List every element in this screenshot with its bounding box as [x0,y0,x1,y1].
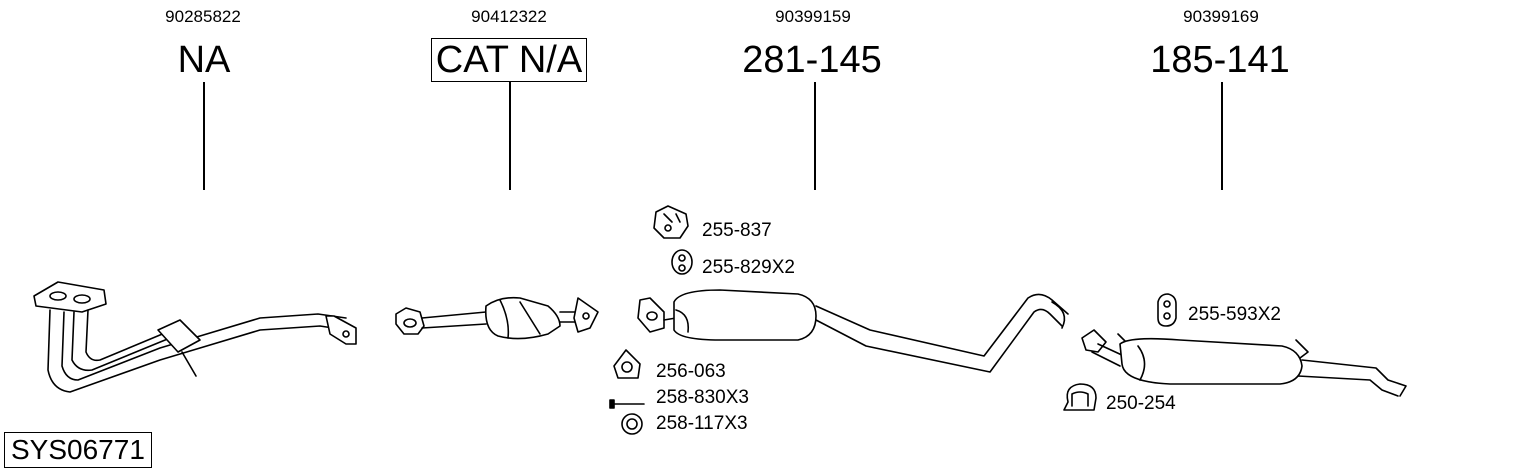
rear-silencer [1081,329,1407,397]
leader-line-1 [203,82,205,190]
system-code-label: SYS06771 [4,432,152,468]
part-code-3: 281-145 [742,39,882,81]
bolt-icon [609,399,645,409]
catalytic-converter [395,296,599,340]
accessory-label-bolt: 258-830X3 [656,387,749,408]
hanger-icon [653,205,689,239]
accessory-label-rubber-1: 255-829X2 [702,257,795,278]
washer-icon [621,413,643,435]
manifold-front-pipe [33,281,357,393]
accessory-label-rubber-2: 255-593X2 [1188,304,1281,325]
part-code-2-text: CAT N/A [430,38,588,82]
centre-silencer [637,289,1069,373]
leader-line-2 [509,82,511,190]
oem-number-2: 90412322 [471,7,547,26]
part-code-4: 185-141 [1150,39,1290,81]
clamp-icon [1063,383,1097,411]
oem-number-1: 90285822 [165,7,241,26]
part-code-1: NA [177,39,231,81]
oem-number-4: 90399169 [1183,7,1259,26]
rubber-mount-icon-1 [671,249,693,275]
gasket-icon [613,349,641,379]
part-code-2: CAT N/A [369,38,649,82]
oem-number-3: 90399159 [775,7,851,26]
accessory-label-clamp: 250-254 [1106,393,1176,414]
leader-line-3 [814,82,816,190]
accessory-label-hanger: 255-837 [702,220,772,241]
accessory-label-gasket: 256-063 [656,361,726,382]
rubber-mount-icon-2 [1157,293,1177,327]
leader-line-4 [1221,82,1223,190]
accessory-label-washer: 258-117X3 [656,413,748,434]
